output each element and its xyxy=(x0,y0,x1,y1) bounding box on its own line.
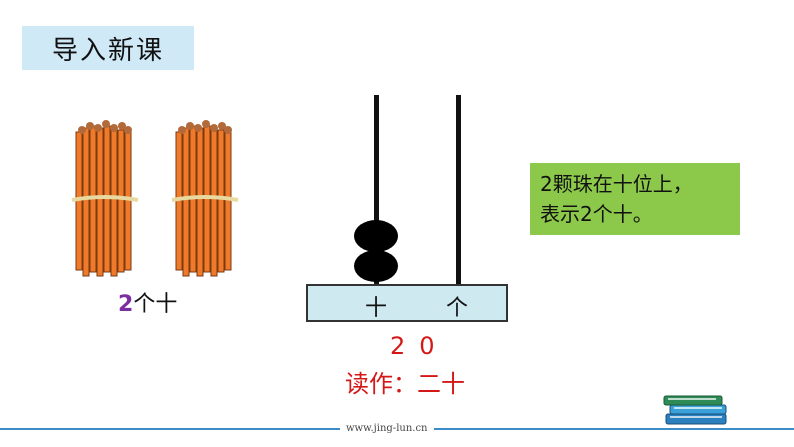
reading-value: 二十 xyxy=(417,370,465,398)
tens-rod xyxy=(374,95,379,285)
ones-rod xyxy=(456,95,461,285)
explanation-line-1: 2颗珠在十位上， xyxy=(540,172,693,196)
tens-place-label: 十 xyxy=(365,296,388,321)
abacus-base xyxy=(306,284,508,322)
stick-bundle-left xyxy=(71,120,139,277)
reading-label: 读作： xyxy=(345,370,417,398)
bundle-tie xyxy=(71,195,139,202)
stick-tips xyxy=(178,120,232,134)
explanation-line-2: 表示2个十。 xyxy=(540,202,653,226)
ones-place-label: 个 xyxy=(446,296,469,321)
bundle-count-text: 个十 xyxy=(133,292,178,317)
books-icon xyxy=(663,395,727,425)
reading-line: 读作：二十 xyxy=(345,364,465,399)
footer-site-url: www.jing-lun.cn xyxy=(340,423,434,434)
stick-bundle-right xyxy=(171,120,239,277)
bundle-count-label: 2个十 xyxy=(118,286,177,318)
stick-tips xyxy=(78,120,132,134)
explanation-box: 2颗珠在十位上， 表示2个十。 xyxy=(530,163,740,235)
bundle-count-number: 2 xyxy=(118,292,134,317)
page-title: 导入新课 xyxy=(22,26,194,70)
tens-beads xyxy=(354,220,398,282)
number-display: 20 xyxy=(390,332,449,360)
abacus-bead xyxy=(354,220,398,252)
bundle-tie xyxy=(171,195,239,202)
abacus-bead xyxy=(354,250,398,282)
